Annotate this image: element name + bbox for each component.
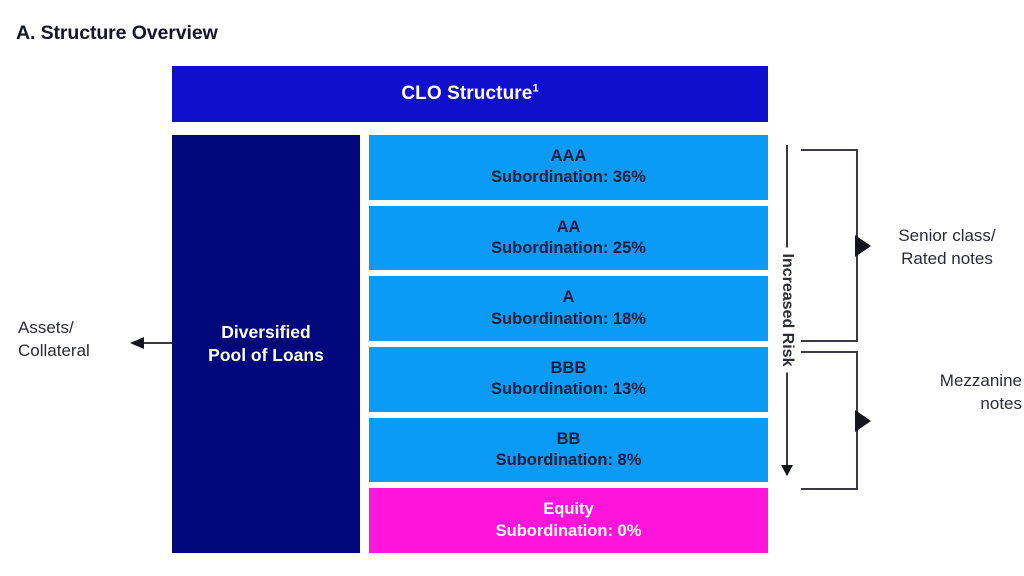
tranche-rating: BBB bbox=[550, 358, 587, 377]
tranche-row: AA Subordination: 25% bbox=[369, 205, 768, 271]
tranche-rating: AA bbox=[556, 217, 581, 236]
tranche-subordination: Subordination: 0% bbox=[495, 521, 642, 540]
tranche-subordination: Subordination: 13% bbox=[491, 380, 646, 399]
footnote-marker: 1 bbox=[532, 82, 539, 95]
tranche-row: AAA Subordination: 36% bbox=[369, 135, 768, 200]
arrow-down-icon bbox=[781, 465, 793, 476]
tranche-row: BBB Subordination: 13% bbox=[369, 347, 768, 412]
tranche-subordination: Subordination: 36% bbox=[491, 168, 646, 187]
tranche-rating: A bbox=[562, 288, 575, 307]
tranche-subordination: Subordination: 18% bbox=[491, 309, 646, 328]
senior-group-bracket bbox=[801, 149, 871, 342]
mezzanine-group-label: Mezzanine notes bbox=[872, 370, 1022, 416]
assets-collateral-line-2: Collateral bbox=[18, 340, 90, 360]
tranche-row: A Subordination: 18% bbox=[369, 276, 768, 342]
bracket-arrow-icon bbox=[855, 234, 871, 257]
senior-group-line-2: Rated notes bbox=[901, 248, 993, 268]
bracket-arrow-icon bbox=[855, 409, 871, 432]
mezzanine-group-line-2: notes bbox=[980, 393, 1022, 413]
mezzanine-group-bracket bbox=[801, 351, 871, 490]
assets-collateral-line-1: Assets/ bbox=[18, 318, 74, 337]
increased-risk-label: Increased Risk bbox=[778, 247, 796, 373]
tranche-row: BB Subordination: 8% bbox=[369, 417, 768, 483]
senior-group-line-1: Senior class/ bbox=[898, 226, 996, 245]
mezzanine-group-line-1: Mezzanine bbox=[939, 371, 1022, 390]
page-title: A. Structure Overview bbox=[16, 22, 218, 44]
assets-collateral-label: Assets/ Collateral bbox=[18, 317, 124, 363]
collateral-pool-line-2: Pool of Loans bbox=[208, 345, 324, 365]
tranche-stack: AAA Subordination: 36% AA Subordination:… bbox=[369, 135, 768, 554]
collateral-pool-label: Diversified Pool of Loans bbox=[208, 321, 324, 367]
tranche-subordination: Subordination: 25% bbox=[491, 239, 646, 257]
tranche-row-equity: Equity Subordination: 0% bbox=[369, 488, 768, 554]
collateral-pool-line-1: Diversified bbox=[221, 321, 311, 342]
tranche-rating: AAA bbox=[550, 146, 587, 165]
collateral-pool-box: Diversified Pool of Loans bbox=[172, 135, 360, 553]
senior-group-label: Senior class/ Rated notes bbox=[872, 225, 1022, 271]
tranche-rating: Equity bbox=[543, 500, 594, 519]
increased-risk-axis: Increased Risk bbox=[772, 145, 802, 476]
clo-structure-header: CLO Structure1 bbox=[172, 66, 768, 122]
clo-structure-header-label: CLO Structure1 bbox=[401, 83, 538, 105]
tranche-rating: BB bbox=[556, 429, 581, 448]
arrow-left-icon bbox=[130, 337, 172, 349]
clo-structure-header-text: CLO Structure bbox=[401, 83, 533, 104]
tranche-subordination: Subordination: 8% bbox=[495, 451, 642, 470]
